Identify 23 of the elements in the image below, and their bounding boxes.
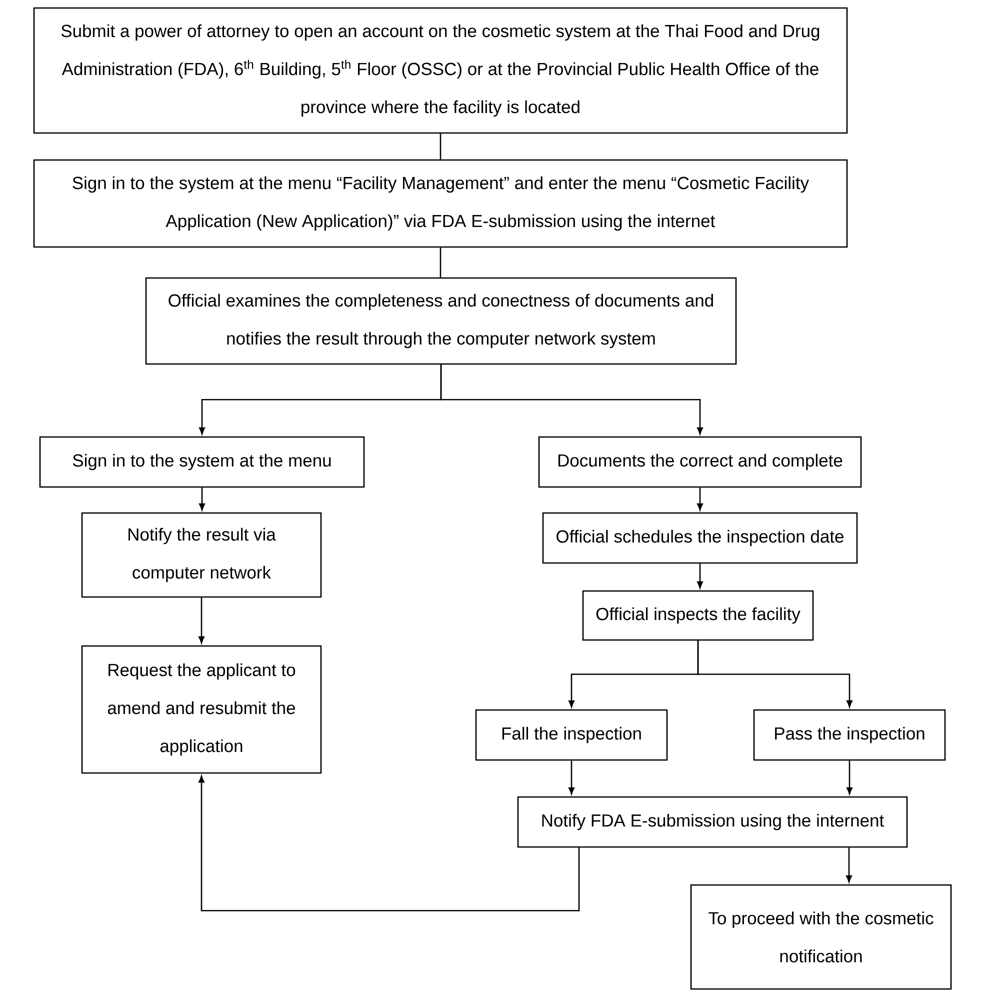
process-box: Sign in to the system at the menu “Facility Management” and enter the menu “Cosmetic Facility Application (New Application)” via FDA E-submission using the internet	[33, 159, 848, 248]
process-box: Submit a power of attorney to open an account on the cosmetic system at the Thai Food and Drug Administration (FDA), 6$^{th}$ Building, 5$^{th}$ Floor (OSSC) or at the Provincial Public Health Office of the province where the facility is located	[33, 7, 848, 134]
process-box: Official examines the completeness and conectness of documents and notifies the result through the computer network system	[145, 277, 737, 365]
arrow	[697, 640, 852, 708]
process-box: Notify the result via computer network	[81, 512, 322, 598]
process-box: Sign in to the system at the menu	[39, 436, 365, 488]
process-box: Official inspects the facility	[582, 590, 814, 641]
process-box: Official schedules the inspection date	[542, 512, 858, 564]
arrow	[199, 488, 205, 510]
process-box: Notify FDA E-submission using the internent	[517, 796, 908, 848]
process-box: To proceed with the cosmetic notification	[690, 884, 952, 990]
process-box: Pass the inspection	[753, 709, 946, 761]
arrow	[697, 488, 703, 510]
arrow	[846, 848, 852, 882]
arrow	[440, 364, 703, 434]
arrow	[198, 776, 580, 912]
arrow	[568, 760, 574, 794]
arrow	[697, 564, 703, 588]
arrow	[198, 598, 204, 644]
process-box: Fall the inspection	[475, 709, 668, 761]
arrow	[846, 760, 852, 794]
process-box: Documents the correct and complete	[538, 436, 862, 488]
process-box: Request the applicant to amend and resubmit the application	[81, 645, 322, 774]
